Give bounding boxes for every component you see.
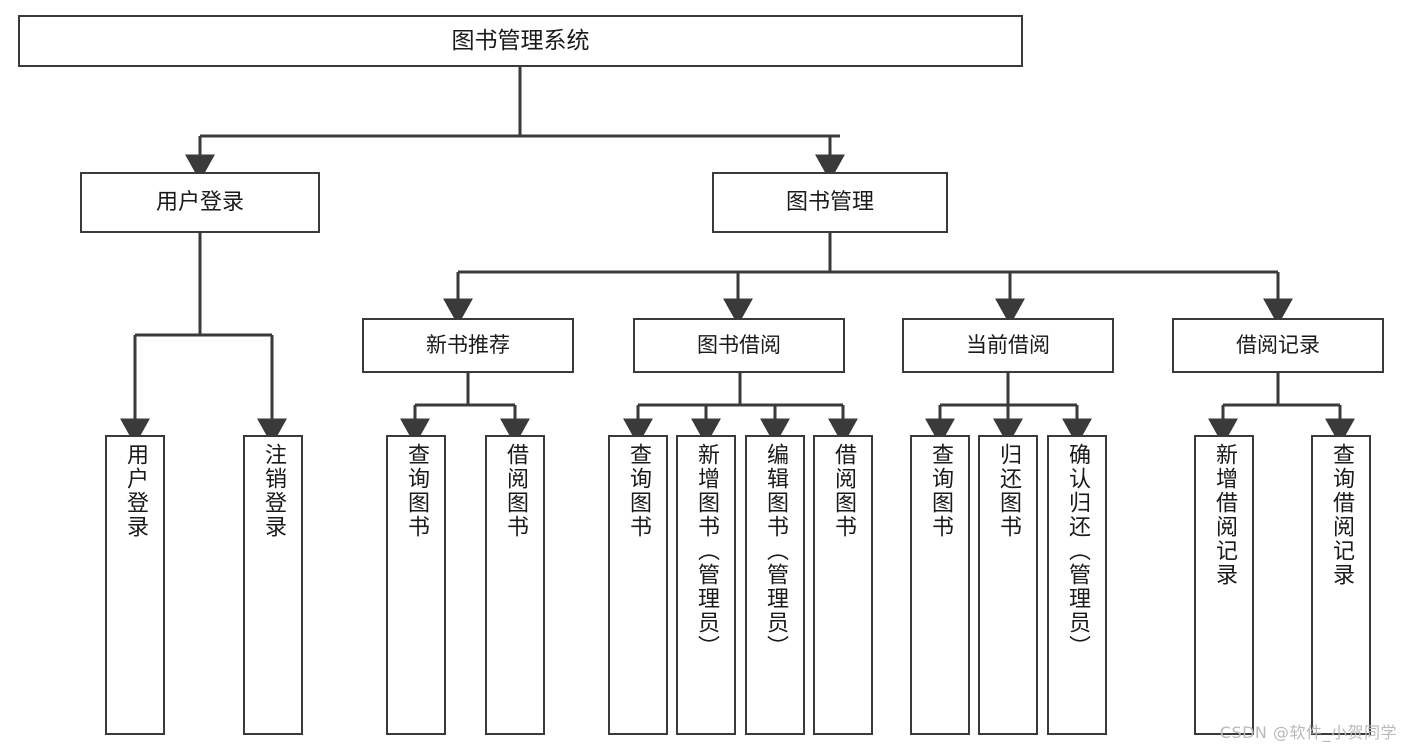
node-leaf-confirm-return-label: 确认归还（管理员） [1065, 443, 1090, 659]
node-root-label: 图书管理系统 [451, 27, 590, 54]
node-user-login-label: 用户登录 [155, 189, 244, 215]
node-root[interactable]: 图书管理系统 [18, 15, 1023, 67]
node-leaf-query-record[interactable]: 查询借阅记录 [1311, 435, 1371, 735]
node-book-management-label: 图书管理 [785, 189, 874, 215]
node-leaf-logout-login-label: 注销登录 [261, 443, 286, 539]
node-leaf-query-book-3-label: 查询图书 [928, 443, 953, 539]
node-new-book-recommend-label: 新书推荐 [426, 333, 510, 358]
node-leaf-query-book-2[interactable]: 查询图书 [608, 435, 668, 735]
node-leaf-borrow-book-2-label: 借阅图书 [831, 443, 856, 539]
node-leaf-user-login-label: 用户登录 [123, 443, 148, 539]
node-book-borrow-label: 图书借阅 [697, 333, 781, 358]
node-current-borrow[interactable]: 当前借阅 [902, 318, 1114, 373]
node-leaf-borrow-book-1-label: 借阅图书 [503, 443, 528, 539]
node-leaf-edit-book-label: 编辑图书（管理员） [763, 443, 788, 659]
node-leaf-logout-login[interactable]: 注销登录 [243, 435, 303, 735]
node-book-borrow[interactable]: 图书借阅 [633, 318, 845, 373]
node-leaf-borrow-book-1[interactable]: 借阅图书 [485, 435, 545, 735]
node-leaf-add-record-label: 新增借阅记录 [1212, 443, 1237, 587]
node-book-management[interactable]: 图书管理 [712, 172, 948, 233]
node-leaf-edit-book[interactable]: 编辑图书（管理员） [745, 435, 805, 735]
node-leaf-query-book-1[interactable]: 查询图书 [386, 435, 446, 735]
node-leaf-confirm-return[interactable]: 确认归还（管理员） [1047, 435, 1107, 735]
node-borrow-record[interactable]: 借阅记录 [1172, 318, 1384, 373]
node-borrow-record-label: 借阅记录 [1236, 333, 1320, 358]
node-new-book-recommend[interactable]: 新书推荐 [362, 318, 574, 373]
node-leaf-query-record-label: 查询借阅记录 [1329, 443, 1354, 587]
node-current-borrow-label: 当前借阅 [966, 333, 1050, 358]
node-leaf-user-login[interactable]: 用户登录 [105, 435, 165, 735]
node-leaf-return-book-label: 归还图书 [996, 443, 1021, 539]
node-leaf-borrow-book-2[interactable]: 借阅图书 [813, 435, 873, 735]
node-leaf-add-record[interactable]: 新增借阅记录 [1194, 435, 1254, 735]
node-leaf-query-book-3[interactable]: 查询图书 [910, 435, 970, 735]
node-user-login[interactable]: 用户登录 [80, 172, 320, 233]
node-leaf-query-book-2-label: 查询图书 [626, 443, 651, 539]
node-leaf-add-book[interactable]: 新增图书（管理员） [676, 435, 736, 735]
node-leaf-query-book-1-label: 查询图书 [404, 443, 429, 539]
watermark-text: CSDN @软件_小贺同学 [1219, 723, 1397, 742]
node-leaf-add-book-label: 新增图书（管理员） [694, 443, 719, 659]
node-leaf-return-book[interactable]: 归还图书 [978, 435, 1038, 735]
